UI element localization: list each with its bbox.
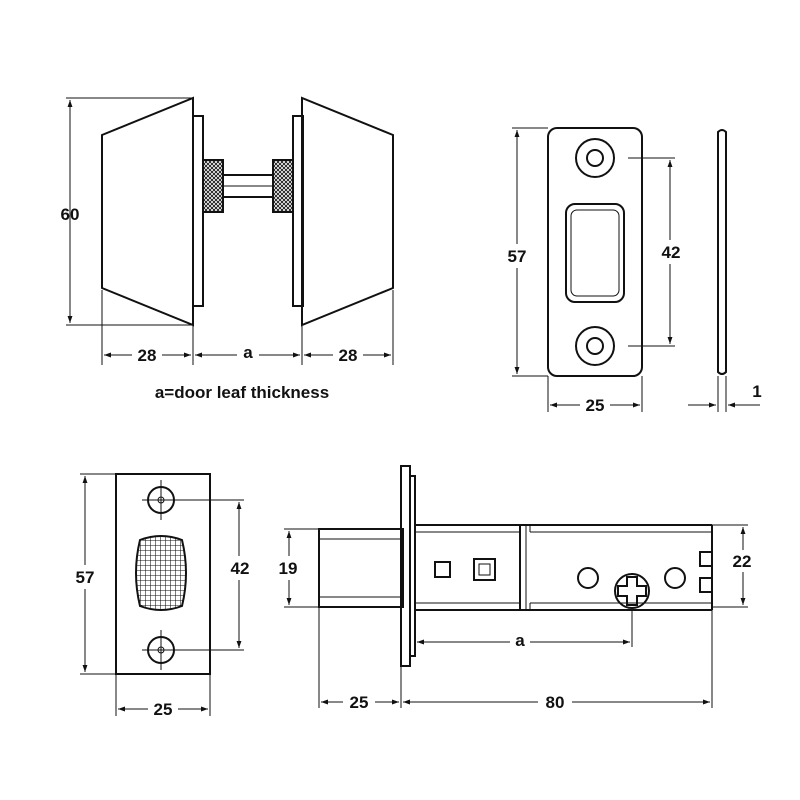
knob-dimensions: 60 28 a 28 <box>61 97 394 365</box>
latch-face-plate <box>115 473 211 675</box>
strike-plate-side <box>717 129 727 375</box>
strike-height-label: 57 <box>508 247 527 266</box>
knob-left-width-label: 28 <box>138 346 157 365</box>
door-thickness-label: a <box>243 343 253 362</box>
body-height-label: 22 <box>733 552 752 571</box>
knob-height-label: 60 <box>61 205 80 224</box>
backset-label: a <box>515 631 525 650</box>
bolt-length-label: 25 <box>350 693 369 712</box>
knob-assembly <box>101 96 394 327</box>
strike-plate-dimensions: 57 42 25 1 <box>502 127 762 415</box>
latch-face-hole-spacing-label: 42 <box>231 559 250 578</box>
strike-hole-spacing-label: 42 <box>662 243 681 262</box>
latch-face-width-label: 25 <box>154 700 173 719</box>
latch-side-body <box>318 465 713 667</box>
strike-thickness-label: 1 <box>752 382 761 401</box>
body-length-label: 80 <box>546 693 565 712</box>
door-thickness-caption: a=door leaf thickness <box>154 383 330 402</box>
knob-right-width-label: 28 <box>339 346 358 365</box>
latch-face-height-label: 57 <box>76 568 95 587</box>
strike-plate <box>547 127 643 377</box>
latch-side-dimensions: 19 22 a 25 80 <box>274 524 758 712</box>
strike-width-label: 25 <box>586 396 605 415</box>
latch-face-dimensions: 57 42 25 <box>70 473 256 719</box>
bolt-height-label: 19 <box>279 559 298 578</box>
